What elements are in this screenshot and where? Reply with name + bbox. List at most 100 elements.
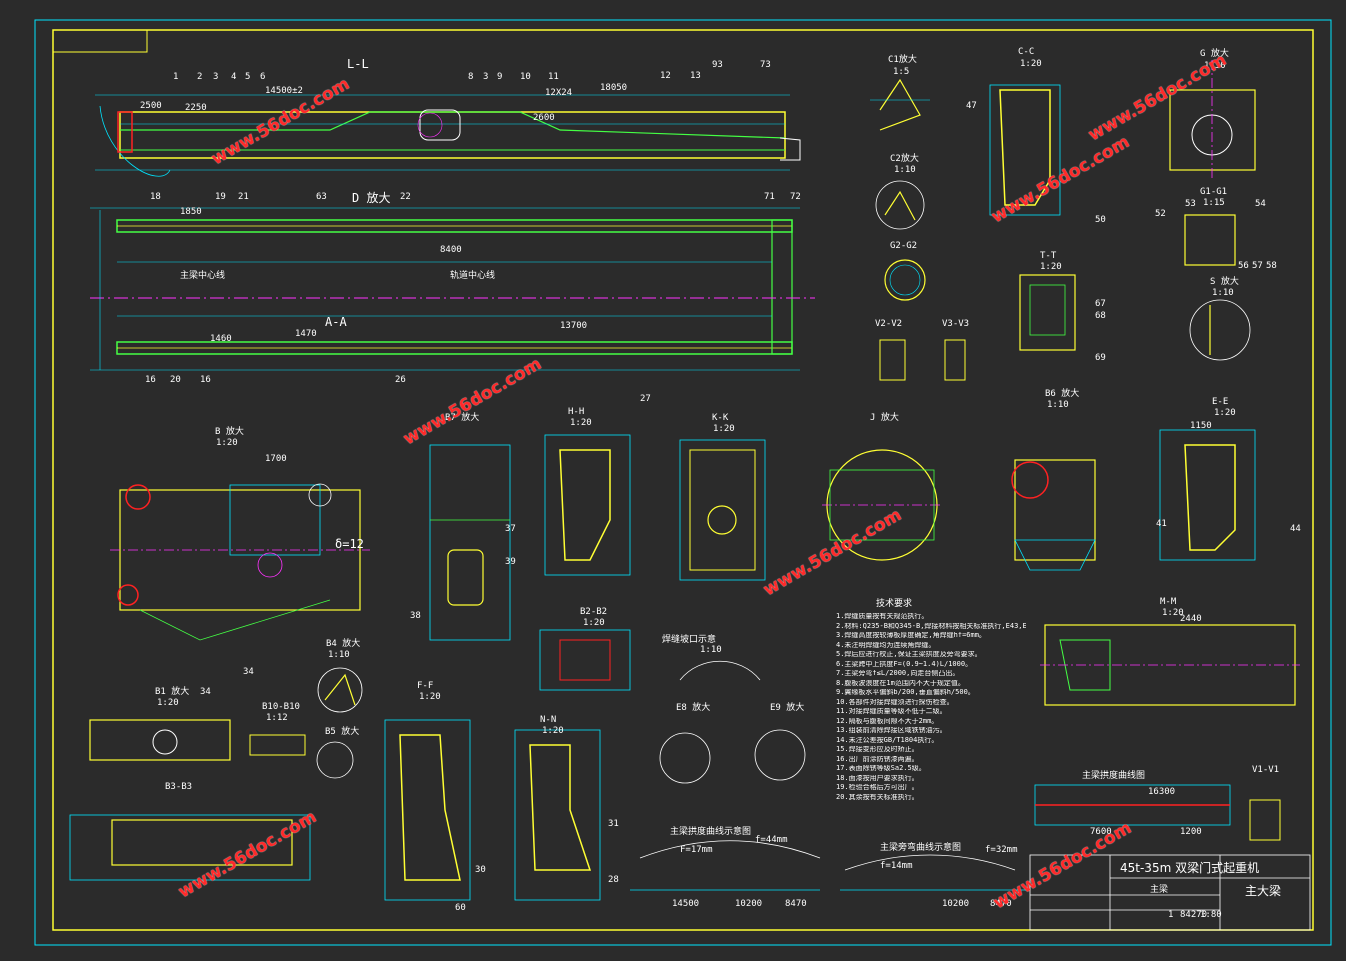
part-9: 9	[497, 72, 503, 82]
part-20: 20	[170, 375, 181, 385]
view-label-c1: C1放大	[888, 55, 917, 65]
view-label-g1g1: G1-G1	[1200, 187, 1228, 197]
detail-b	[110, 483, 370, 641]
view-label-b4: B4 放大	[326, 639, 361, 649]
note-line: 1.焊缝质量按有关规范执行。	[836, 613, 929, 620]
part-73: 73	[760, 60, 771, 70]
note-line: 9.翼缘板水平偏斜b/200,垂直偏斜h/500。	[836, 689, 975, 696]
view-scale-kk: 1:20	[713, 424, 735, 434]
view-scale-b4: 1:10	[328, 650, 350, 660]
note-line: 8.腹板波浪度在1m范围内不大于规定值。	[836, 679, 965, 687]
dim-1200: 1200	[1180, 827, 1202, 837]
view-scale-c1: 1:5	[893, 67, 910, 77]
dim-1470: 1470	[295, 329, 317, 339]
part-39: 39	[505, 557, 516, 567]
note-line: 18.面漆按用户要求执行。	[836, 774, 919, 782]
note-line: 3.焊缝高度按较薄板厚度确定,角焊缝hf=6mm。	[836, 632, 986, 639]
section-ff	[384, 719, 471, 901]
note-line: 4.未注明焊缝均为连续角焊缝。	[836, 641, 936, 649]
view-scale-b2b2: 1:20	[583, 618, 605, 628]
note-line: 19.检验合格后方可出厂。	[836, 784, 919, 791]
part-58: 58	[1266, 261, 1277, 271]
part-13: 13	[690, 71, 701, 81]
note-line: 11.对接焊缝质量等级不低于二级。	[836, 708, 947, 715]
dim-1850: 1850	[180, 207, 202, 217]
part-10: 10	[520, 72, 531, 82]
view-label-ff: F-F	[417, 681, 434, 691]
part-47: 47	[966, 101, 977, 111]
part-68: 68	[1095, 311, 1106, 321]
note-line: 13.组装前清除焊接区域铁锈油污。	[836, 727, 947, 734]
camber-table-title: 主梁拱度曲线图	[1082, 771, 1146, 781]
dim-2250: 2250	[185, 103, 207, 113]
view-label-nn: N-N	[540, 715, 557, 725]
detail-j	[822, 449, 942, 561]
section-v1v1	[1249, 799, 1281, 841]
view-label-v1v1: V1-V1	[1252, 765, 1280, 775]
section-b7	[429, 444, 511, 641]
part-16-b: 16	[200, 375, 211, 385]
view-scale-hh: 1:20	[570, 418, 592, 428]
inner-frame	[52, 29, 1314, 931]
drawing-scale: 1:80	[1200, 910, 1222, 920]
detail-b4	[317, 667, 363, 713]
view-label-e9: E9 放大	[770, 703, 805, 713]
camber-table	[1034, 784, 1231, 826]
view-scale-tt: 1:20	[1040, 262, 1062, 272]
part-16: 16	[145, 375, 156, 385]
drawing-weight: 84270	[1180, 910, 1208, 920]
view-scale-b6: 1:10	[1047, 400, 1069, 410]
dim-1150: 1150	[1190, 421, 1212, 431]
detail-b1	[89, 719, 231, 761]
part-52: 52	[1155, 209, 1166, 219]
view-label-b: B 放大	[215, 427, 244, 437]
outer-border	[34, 19, 1332, 946]
note-line: 6.主梁跨中上拱度F=(0.9~1.4)L/1000。	[836, 660, 973, 668]
part-69: 69	[1095, 353, 1106, 363]
part-34: 34	[243, 667, 254, 677]
dim-1460: 1460	[210, 334, 232, 344]
view-scale-c2: 1:10	[894, 165, 916, 175]
view-label-e8: E8 放大	[676, 703, 711, 713]
dim-8470-side: 8470	[990, 899, 1012, 909]
detail-g	[1169, 60, 1256, 180]
view-label-d: D 放大	[352, 191, 391, 205]
section-hh	[544, 434, 631, 576]
view-label-c2: C2放大	[890, 154, 919, 164]
girder-side-view	[95, 94, 801, 177]
title-block	[1029, 854, 1311, 931]
part-34-b: 34	[200, 687, 211, 697]
technical-notes: 技术要求 1.焊缝质量按有关规范执行。2.材料:Q235-B和Q345-B,焊接…	[836, 600, 1026, 803]
part-5: 5	[245, 72, 251, 82]
view-scale-ee: 1:20	[1214, 408, 1236, 418]
view-label-b6: B6 放大	[1045, 389, 1080, 399]
section-g1g1	[1184, 214, 1236, 266]
section-tt	[1019, 274, 1076, 351]
note-line: 12.隔板与腹板间隙不大于2mm。	[836, 717, 939, 725]
sweep-curve-title: 主梁旁弯曲线示意图	[880, 843, 962, 853]
view-label-b5: B5 放大	[325, 727, 360, 737]
view-scale-cc: 1:20	[1020, 59, 1042, 69]
girder-plan-view	[90, 207, 815, 371]
view-label-b3b3: B3-B3	[165, 782, 193, 792]
sections-v2-v3	[879, 339, 966, 381]
view-scale-g1g1: 1:15	[1203, 198, 1225, 208]
drawing-title: 45t-35m 双梁门式起重机	[1120, 861, 1260, 875]
section-cc	[989, 84, 1061, 216]
part-18: 18	[150, 192, 161, 202]
dim-18050: 18050	[600, 83, 628, 93]
part-54: 54	[1255, 199, 1266, 209]
view-label-s: S 放大	[1210, 277, 1239, 287]
section-b3b3	[69, 814, 311, 881]
part-60: 60	[455, 903, 466, 913]
view-label-aa: A-A	[325, 315, 347, 329]
camber-curve-title: 主梁拱度曲线示意图	[670, 827, 752, 837]
dim-14500: 14500±2	[265, 86, 303, 96]
part-28: 28	[608, 875, 619, 885]
part-50: 50	[1095, 215, 1106, 225]
dim-2600: 2600	[533, 113, 555, 123]
notes-title: 技术要求	[876, 599, 913, 609]
part-71: 71	[764, 192, 775, 202]
detail-b6	[1011, 459, 1096, 571]
